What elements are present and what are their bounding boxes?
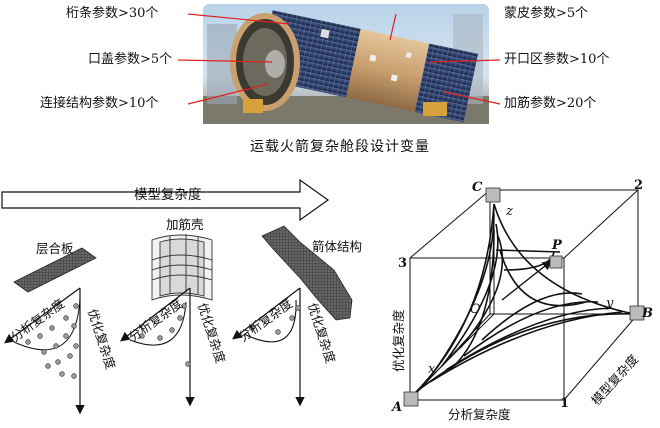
corner-P: P [552, 238, 562, 253]
corner-2: 2 [634, 178, 644, 193]
axis-z: z [506, 204, 513, 219]
cube-left-axis: 优化复杂度 [391, 309, 406, 372]
item3-title: 箭体结构 [312, 239, 363, 254]
points-1 [25, 303, 79, 379]
cube-diagram [403, 187, 645, 407]
model-complexity-arrow [1, 178, 330, 222]
rocket-body-mesh [261, 225, 353, 321]
item1-title: 层合板 [36, 241, 74, 256]
label-opening: 开口区参数>10个 [504, 52, 610, 67]
laminate-plate [13, 247, 97, 293]
label-joint: 连接结构参数>10个 [40, 96, 159, 111]
curve-1 [4, 287, 85, 415]
axis-y: y [606, 296, 614, 311]
model-complexity-label: 模型复杂度 [134, 187, 202, 203]
label-cover: 口盖参数>5个 [88, 52, 173, 67]
corner-1: 1 [560, 396, 570, 411]
points-2 [139, 303, 191, 367]
rocket-photo [203, 4, 489, 124]
corner-3: 3 [398, 256, 408, 271]
complexity-diagram [1, 178, 353, 415]
label-stringer: 桁条参数>30个 [66, 6, 159, 21]
corner-B: B [642, 306, 653, 321]
axis-x: x [428, 362, 436, 377]
label-skin: 蒙皮参数>5个 [504, 6, 589, 21]
corner-A: A [392, 400, 403, 415]
pareto-surface [415, 203, 635, 393]
corner-C: C [472, 180, 483, 195]
corner-blocks [403, 187, 645, 407]
points-3 [249, 305, 301, 335]
item2-title: 加筋壳 [166, 217, 204, 232]
rocket-illustration [203, 4, 489, 124]
cube-edges [409, 189, 639, 401]
rocket-caption: 运载火箭复杂舱段设计变量 [250, 139, 430, 155]
cube-bottom-axis: 分析复杂度 [448, 407, 511, 422]
label-rib: 加筋参数>20个 [504, 96, 597, 111]
stiffened-shell [151, 234, 213, 301]
origin-O: O [470, 302, 481, 317]
curve-2 [120, 287, 195, 407]
